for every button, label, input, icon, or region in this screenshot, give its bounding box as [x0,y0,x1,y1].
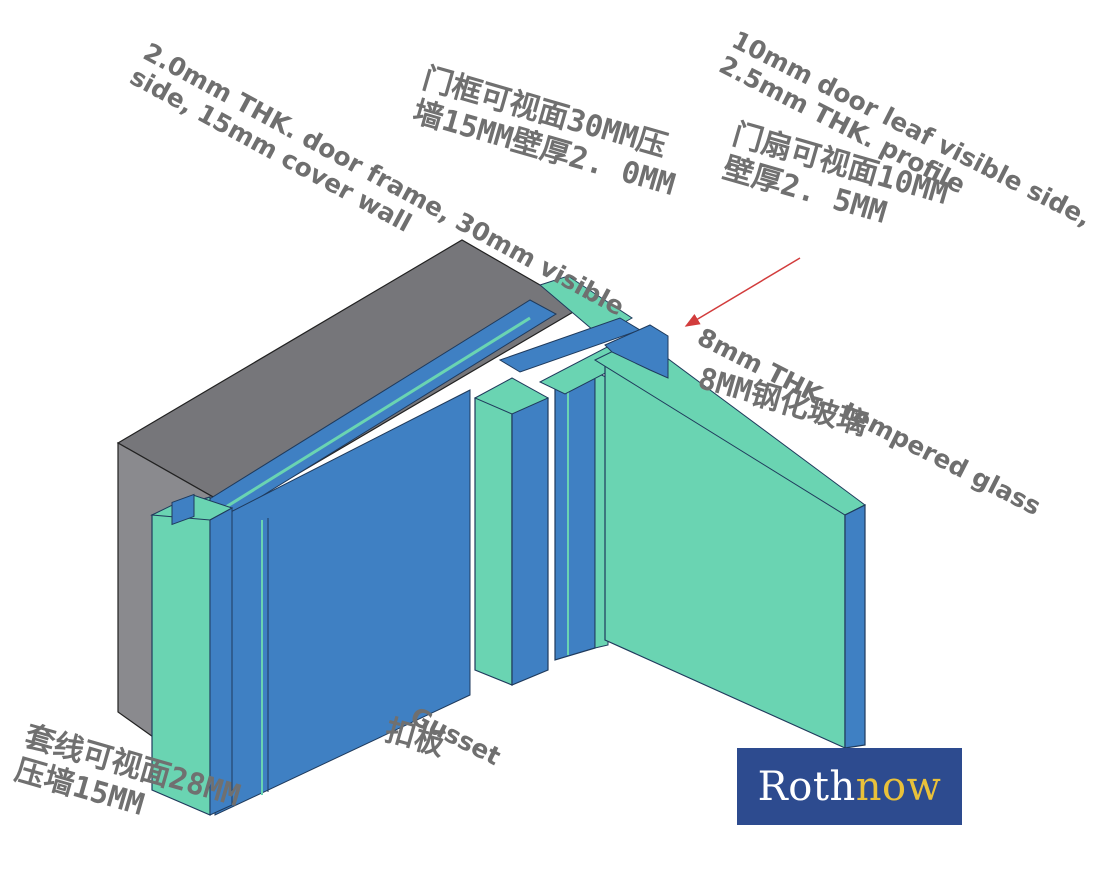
frame-stop-side [511,383,549,686]
logo-text-part2: now [855,763,942,810]
leaf-head-cap [604,324,669,379]
logo-text-part1: Roth [757,763,856,810]
glass-side-edge [844,504,866,749]
frame-stop-front [474,383,513,686]
frame-head-top [538,275,633,337]
leaf-profile-front [554,371,596,661]
casing-hollow [171,493,195,526]
frame-stop-top [473,377,550,415]
frame-rail-slot [204,316,531,522]
casing-side-face [209,507,233,816]
leader-arrow [684,257,801,327]
